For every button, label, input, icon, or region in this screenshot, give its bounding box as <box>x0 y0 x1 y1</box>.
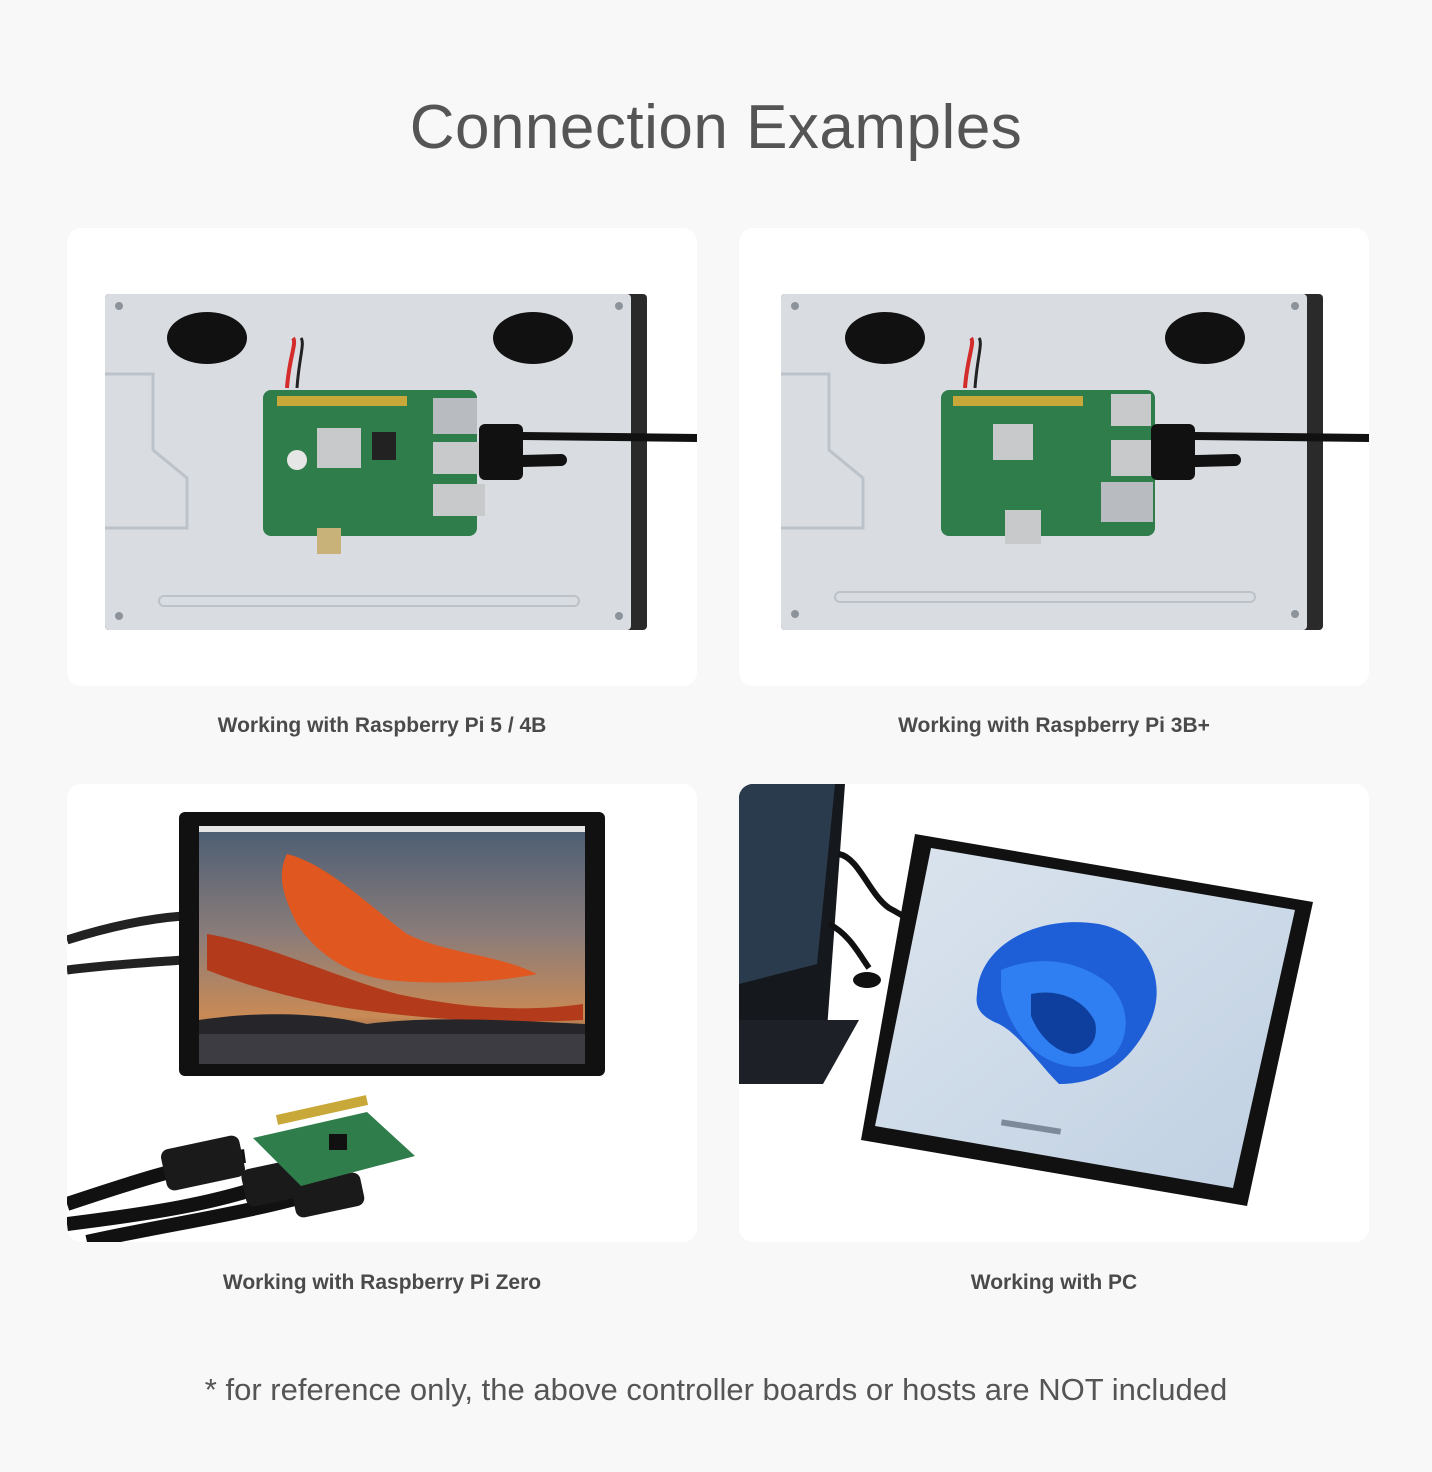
example-card-pi3bplus <box>739 228 1369 686</box>
caption-pi3bplus: Working with Raspberry Pi 3B+ <box>898 714 1210 737</box>
example-card-pi5-4b <box>67 228 697 686</box>
example-card-pizero <box>67 784 697 1242</box>
pc-photo <box>739 784 1313 1206</box>
pizero-photo <box>67 812 605 1242</box>
caption-pi5-4b: Working with Raspberry Pi 5 / 4B <box>217 714 547 737</box>
caption-pc: Working with PC <box>970 1271 1138 1294</box>
footnote: * for reference only, the above controll… <box>204 1372 1228 1407</box>
page-title: Connection Examples <box>409 93 1023 162</box>
caption-pizero: Working with Raspberry Pi Zero <box>222 1271 542 1294</box>
pi3bplus-photo <box>781 294 1369 630</box>
example-card-pc <box>739 784 1369 1242</box>
pi5-4b-photo <box>105 294 697 630</box>
